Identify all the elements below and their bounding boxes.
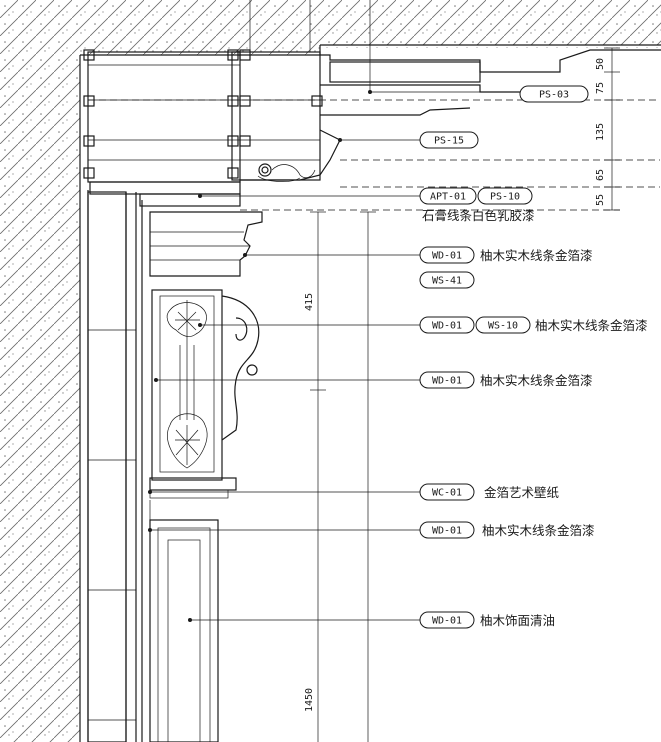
callout-code: WC-01 — [432, 488, 462, 499]
callout-note: 柚木饰面清油 — [480, 613, 555, 628]
dimension-1450: 1450 — [304, 688, 315, 712]
callout-wd-01-b: WD-01 柚木实木线条金箔漆 — [419, 371, 593, 389]
callout-wc-01: WC-01 金箔艺术壁纸 — [419, 483, 560, 501]
callout-code: WD-01 — [432, 251, 462, 262]
callout-ps-03: PS-03 — [519, 85, 589, 103]
callout-wd-01-d: WD-01 柚木饰面清油 — [419, 611, 555, 629]
callout-wd-01-c: WD-01 柚木实木线条金箔漆 — [419, 521, 595, 539]
vertical-dimension-lines — [310, 211, 376, 742]
dimension-415: 415 — [304, 293, 315, 311]
wall-panel — [149, 500, 219, 742]
dimension-55: 55 — [595, 194, 606, 206]
callout-note: 石膏线条白色乳胶漆 — [422, 208, 535, 223]
callout-code: WS-41 — [432, 276, 462, 287]
dimension-135: 135 — [595, 123, 606, 141]
callout-code: WD-01 — [432, 616, 462, 627]
callout-code: WS-10 — [488, 321, 518, 332]
callout-code: PS-03 — [539, 90, 569, 101]
callout-note: 金箔艺术壁纸 — [484, 485, 560, 500]
corbel-column — [149, 211, 263, 499]
wall-layers — [87, 190, 143, 742]
dimension-65: 65 — [595, 169, 606, 181]
ceiling-boards — [88, 49, 661, 211]
callout-code: PS-15 — [434, 136, 464, 147]
callout-ps-15: PS-15 — [419, 131, 479, 149]
callout-wd-01-ws-10: WD-01 WS-10 柚木实木线条金箔漆 — [419, 316, 648, 334]
callout-note: 柚木实木线条金箔漆 — [535, 318, 648, 333]
callout-apt-01-ps-10: APT-01 PS-10 石膏线条白色乳胶漆 — [419, 187, 535, 223]
dimension-50: 50 — [595, 58, 606, 70]
callout-note: 柚木实木线条金箔漆 — [480, 373, 593, 388]
callout-note: 柚木实木线条金箔漆 — [482, 523, 595, 538]
leader-lines — [148, 90, 520, 622]
callout-code: PS-10 — [490, 192, 520, 203]
callout-ws-41: WS-41 — [419, 271, 475, 289]
callout-code: WD-01 — [432, 321, 462, 332]
callout-code: WD-01 — [432, 526, 462, 537]
right-dimension-chain: 50 75 135 65 55 415 1450 — [304, 47, 620, 712]
callout-note: 柚木实木线条金箔漆 — [480, 248, 593, 263]
callout-wd-01-a: WD-01 柚木实木线条金箔漆 — [419, 246, 593, 264]
callout-code: APT-01 — [430, 192, 466, 203]
dimension-75: 75 — [595, 82, 606, 94]
callout-code: WD-01 — [432, 376, 462, 387]
